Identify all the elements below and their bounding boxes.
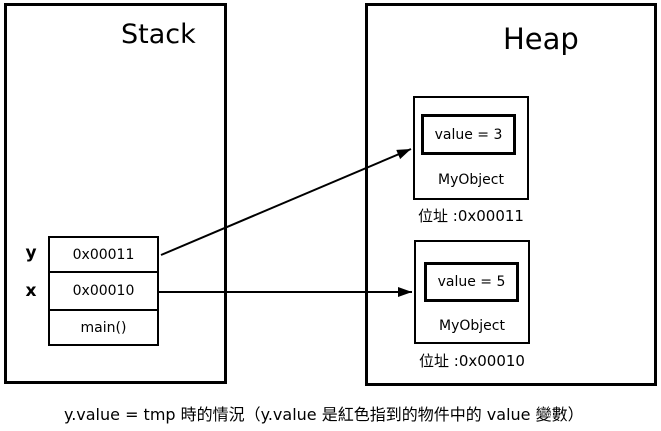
heap-object-2-value-box: value = 5: [424, 262, 519, 302]
heap-object-2: value = 5 MyObject: [414, 240, 530, 344]
stack-var-label-y: y: [25, 243, 37, 263]
diagram-caption: y.value = tmp 時的情況（y.value 是紅色指到的物件中的 va…: [64, 405, 584, 424]
heap-object-2-address: 位址 :0x00010: [419, 352, 525, 370]
heap-object-1: value = 3 MyObject: [413, 96, 529, 200]
heap-title: Heap: [503, 22, 579, 56]
stack-frame-table: 0x00011 0x00010 main(): [48, 236, 159, 346]
stack-title: Stack: [121, 19, 196, 50]
heap-object-2-type: MyObject: [439, 318, 505, 334]
stack-row-y-value: 0x00011: [50, 238, 157, 273]
heap-object-1-address: 位址 :0x00011: [418, 207, 524, 225]
stack-var-label-x: x: [25, 281, 37, 301]
stack-row-main: main(): [80, 319, 127, 336]
heap-object-1-type: MyObject: [438, 172, 504, 188]
stack-row-x-value: 0x00010: [50, 273, 157, 311]
heap-object-1-value-box: value = 3: [421, 114, 516, 155]
